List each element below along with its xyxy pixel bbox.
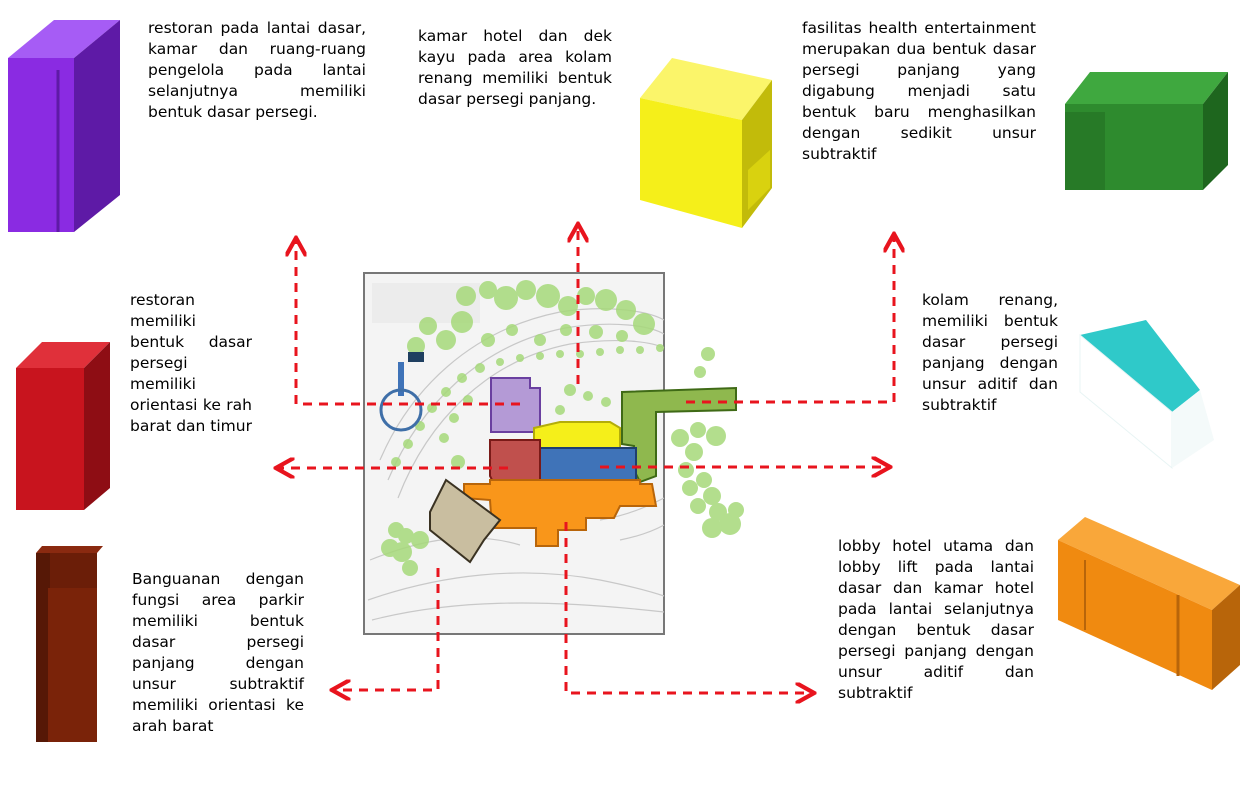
caption-brown-block: Banguanan dengan fungsi area parkir memi…	[132, 570, 304, 735]
caption-purple-block: restoran pada lantai dasar, kamar dan ru…	[148, 19, 366, 121]
arrow-to-orange-block	[564, 522, 810, 693]
arrow-to-brown-block	[336, 568, 440, 690]
site-building-red	[489, 439, 541, 485]
yellow-block-3d	[640, 58, 772, 228]
site-building-tan	[429, 478, 502, 564]
purple-block-3d	[8, 20, 120, 232]
site-marker-icon	[379, 352, 424, 432]
caption-cyan-block: kolam renang, memiliki bentuk dasar pers…	[922, 291, 1058, 414]
arrow-to-purple-block	[296, 242, 520, 406]
brown-block-3d	[36, 546, 103, 742]
orange-block-3d	[1058, 517, 1240, 690]
caption-green-block: fasilitas health entertainment merupakan…	[802, 19, 1036, 163]
cyan-block-3d	[1079, 320, 1214, 470]
caption-yellow-block: kamar hotel dan dek kayu pada area kolam…	[418, 27, 612, 108]
arrow-to-green-block	[686, 238, 894, 404]
green-block-3d	[1065, 72, 1228, 190]
caption-orange-block: lobby hotel utama dan lobby lift pada la…	[838, 537, 1034, 702]
red-block-3d	[16, 342, 110, 510]
site-plan	[363, 272, 744, 635]
site-building-yellow	[533, 421, 621, 449]
site-building-green	[621, 386, 737, 484]
caption-red-block: restoran memiliki bentuk dasar persegi m…	[130, 291, 252, 435]
